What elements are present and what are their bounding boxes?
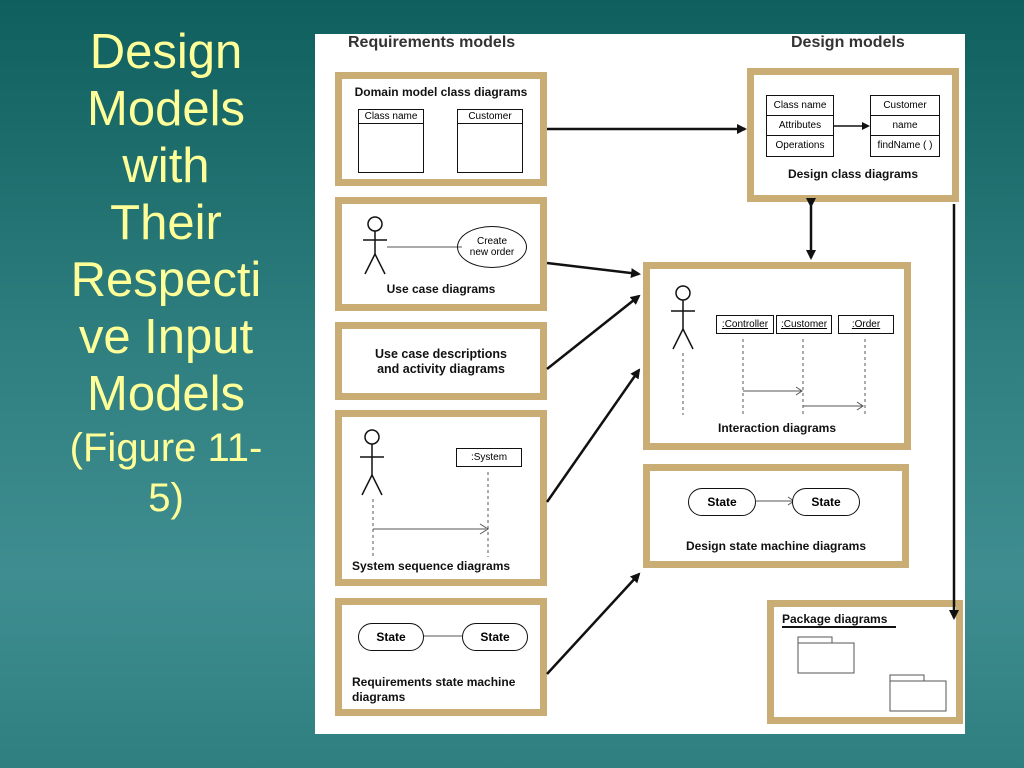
req-state-caption-line: Requirements state machine (352, 675, 516, 689)
use-case-text: Create (476, 236, 507, 247)
class-box: Class name Attributes Operations (766, 95, 834, 157)
title-line: Models (87, 82, 245, 136)
descriptions-caption: Use case descriptions and activity diagr… (342, 347, 540, 377)
class-row: Customer (871, 96, 939, 116)
title-line: Their (110, 196, 222, 250)
title-line: Respecti (70, 253, 262, 307)
ssd-caption: System sequence diagrams (352, 559, 511, 573)
actor-icon (671, 285, 695, 350)
system-object: :System (456, 448, 522, 467)
design-class-caption: Design class diagrams (787, 167, 919, 181)
design-class-drawing (834, 122, 870, 130)
use-case-drawing (363, 216, 462, 275)
lifeline-object: :Controller (716, 315, 774, 334)
descriptions-caption-line: Use case descriptions (374, 347, 507, 361)
title-line: Design (89, 25, 243, 79)
design-heading: Design models (791, 34, 905, 51)
actor-icon (360, 429, 384, 496)
ssd-box: :System System sequence diagrams (335, 410, 547, 586)
descriptions-caption-line: and activity diagrams (377, 362, 505, 376)
descriptions-box: Use case descriptions and activity diagr… (335, 322, 547, 400)
interaction-box: :Controller :Customer :Order Interaction… (643, 262, 911, 450)
lifeline-object: :Customer (776, 315, 832, 334)
figure-panel: Requirements models Design models Domain… (315, 34, 965, 734)
use-case-caption: Use case diagrams (386, 282, 496, 296)
domain-model-caption: Domain model class diagrams (354, 85, 528, 99)
req-state-drawing (422, 635, 468, 637)
figure-caption-line: 5) (148, 476, 184, 520)
lifeline-object: :Order (838, 315, 894, 334)
state-node: State (688, 488, 756, 516)
actor-icon (363, 216, 387, 275)
use-case-text: new order (469, 247, 515, 258)
package-icon (797, 636, 855, 674)
interaction-caption: Interaction diagrams (717, 421, 837, 435)
class-row: name (871, 116, 939, 136)
class-row: findName ( ) (877, 140, 933, 151)
state-node: State (358, 623, 424, 651)
interaction-drawing (671, 285, 866, 415)
class-row: Class name (767, 96, 833, 116)
package-caption: Package diagrams (782, 612, 896, 628)
class-box: Customer name findName ( ) (870, 95, 940, 157)
class-row: Attributes (767, 116, 833, 136)
class-name: Class name (359, 110, 423, 124)
domain-model-box: Domain model class diagrams Class name C… (335, 72, 547, 186)
ssd-drawing (360, 429, 489, 557)
package-drawing (797, 636, 947, 712)
class-name: Customer (458, 110, 522, 124)
title-line: Models (87, 367, 245, 421)
class-box: Class name (358, 109, 424, 173)
req-state-caption-line: diagrams (352, 690, 406, 704)
state-node: State (462, 623, 528, 651)
title-line: ve Input (78, 310, 254, 364)
title-line: with (122, 139, 210, 193)
state-node: State (792, 488, 860, 516)
package-icon (889, 674, 947, 712)
slide-title: Design Models with Their Respecti ve Inp… (28, 24, 304, 523)
package-box: Package diagrams (767, 600, 963, 724)
requirements-heading: Requirements models (348, 34, 516, 51)
design-state-caption: Design state machine diagrams (685, 539, 867, 553)
req-state-caption: Requirements state machine diagrams (352, 675, 540, 705)
req-state-box: State State Requirements state machine d… (335, 598, 547, 716)
class-box: Customer (457, 109, 523, 173)
figure-caption-line: (Figure 11- (69, 426, 263, 470)
design-state-box: State State Design state machine diagram… (643, 464, 909, 568)
design-class-box: Class name Attributes Operations Custome… (747, 68, 959, 202)
class-row: Operations (775, 140, 825, 151)
